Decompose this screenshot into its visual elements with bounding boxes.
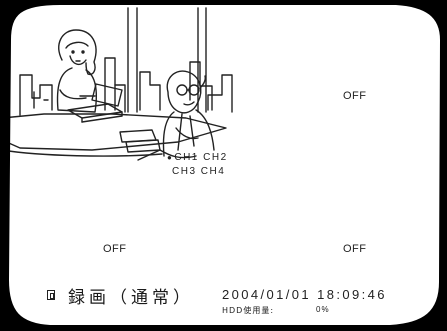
hdd-usage-label: HDD使用量: [222,306,275,315]
active-channel-marker-icon: ● [167,153,174,162]
film-cassette-icon [47,290,55,300]
hdd-usage-value: 0% [316,305,330,314]
channel-layout-row1-label: CH1 CH2 [174,152,228,163]
recording-mode-label: 録画（通常） [68,288,194,308]
channel-layout-row1: ●CH1 CH2 [167,152,228,163]
channel-layout-row2: CH3 CH4 [172,166,226,177]
ch4-status-label: OFF [343,243,367,255]
datetime-readout: 2004/01/01 18:09:46 [222,287,387,302]
ch3-status-label: OFF [103,243,127,255]
ch2-status-label: OFF [343,90,367,102]
